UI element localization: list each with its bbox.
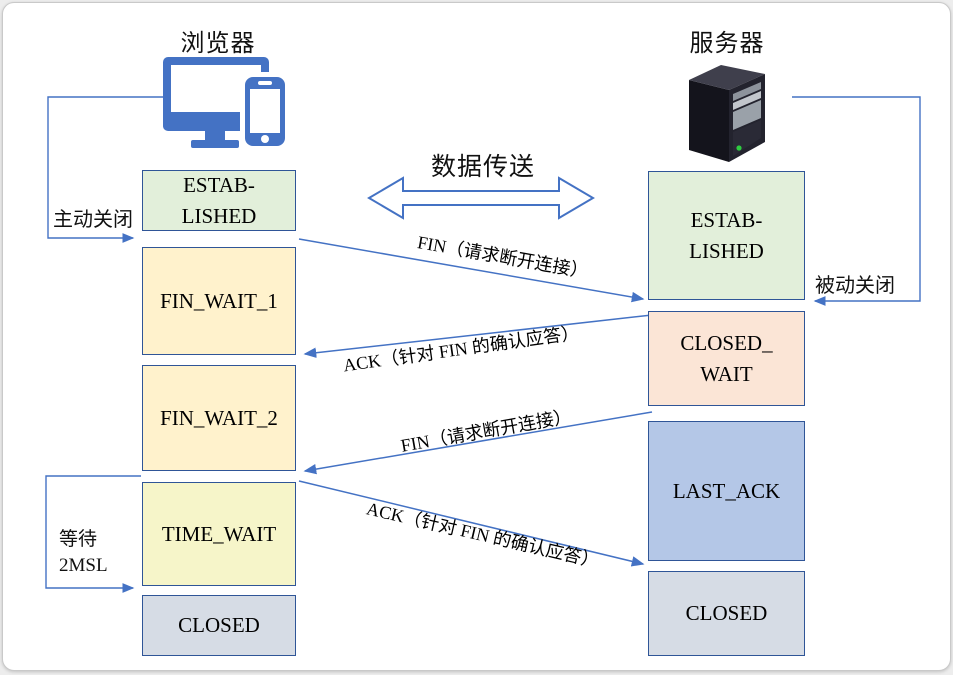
client-state-established: ESTAB- LISHED	[142, 170, 296, 231]
passive-close-connector	[792, 96, 921, 306]
server-tower-icon	[689, 65, 765, 162]
server-top-face	[689, 65, 765, 90]
active-close-label: 主动关闭	[53, 209, 133, 231]
phone-icon	[240, 72, 290, 151]
server-bay-3	[733, 100, 761, 130]
server-bay-2	[733, 91, 761, 110]
client-state-time-wait: TIME_WAIT	[142, 482, 296, 586]
client-state-fin-wait-2-label: FIN_WAIT_2	[160, 405, 278, 430]
fin1-label: FIN（请求断开连接）	[415, 232, 590, 282]
monitor-neck	[205, 131, 225, 140]
server-state-closed-label: CLOSED	[685, 601, 768, 626]
client-title: 浏览器	[180, 31, 256, 57]
data-transfer-label: 数据传送	[430, 154, 536, 181]
ack1-label: ACK（针对 FIN 的确认应答）	[341, 322, 581, 376]
server-left-face	[689, 80, 729, 162]
server-bay-1	[733, 82, 761, 101]
client-state-closed: CLOSED	[142, 595, 296, 656]
monitor-base	[191, 140, 239, 148]
client-state-fin-wait-1-label: FIN_WAIT_1	[160, 288, 278, 313]
data-transfer-double-arrow	[367, 176, 595, 220]
client-state-closed-label: CLOSED	[178, 613, 260, 638]
server-state-closed: CLOSED	[648, 571, 805, 656]
client-state-fin-wait-2: FIN_WAIT_2	[142, 365, 296, 471]
ack2-label: ACK（针对 FIN 的确认应答）	[364, 498, 601, 572]
passive-close-label: 被动关闭	[815, 275, 895, 297]
client-state-time-wait-label: TIME_WAIT	[161, 521, 277, 546]
browser-devices-icon	[163, 57, 290, 151]
server-power-led	[736, 145, 742, 151]
server-state-established-label: ESTAB- LISHED	[689, 208, 764, 263]
server-state-closed-wait-label: CLOSED_ WAIT	[680, 331, 773, 386]
wait-2msl-label: 等待 2MSL	[59, 529, 108, 576]
server-title: 服务器	[689, 31, 765, 57]
server-state-last-ack: LAST_ACK	[648, 421, 805, 561]
server-state-closed-wait: CLOSED_ WAIT	[648, 311, 805, 406]
fin2-label: FIN（请求断开连接）	[399, 406, 574, 456]
server-state-last-ack-label: LAST_ACK	[672, 478, 781, 503]
server-state-established: ESTAB- LISHED	[648, 171, 805, 300]
client-state-established-label: ESTAB- LISHED	[181, 173, 257, 228]
client-state-fin-wait-1: FIN_WAIT_1	[142, 247, 296, 355]
